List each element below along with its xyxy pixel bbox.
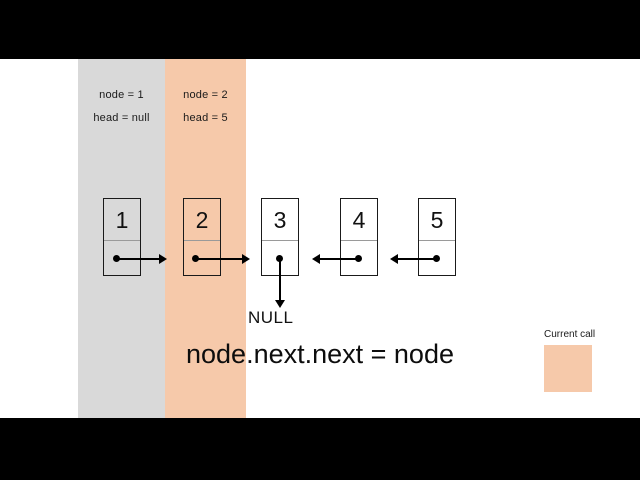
list-node: 1 xyxy=(103,198,141,276)
list-node: 5 xyxy=(418,198,456,276)
node-value: 2 xyxy=(184,199,220,241)
node-value: 3 xyxy=(262,199,298,241)
node-1-pointer-arrowhead-right xyxy=(159,254,167,264)
call-frame-previous: node = 1 head = null xyxy=(78,59,165,418)
node-5-pointer-arrowhead-left xyxy=(390,254,398,264)
call-frame-current-node-label: node = 2 xyxy=(183,89,228,101)
caption-text: node.next.next = node xyxy=(186,339,454,369)
call-frame-previous-head-label: head = null xyxy=(93,112,150,124)
node-value: 4 xyxy=(341,199,377,241)
node-3-pointer-arrowhead-down xyxy=(275,300,285,308)
node-1-pointer-shaft xyxy=(116,258,160,260)
node-4-pointer-dot xyxy=(355,255,362,262)
call-frame-current-head-label: head = 5 xyxy=(183,112,228,124)
list-node: 4 xyxy=(340,198,378,276)
legend: Current call xyxy=(544,329,595,392)
node-3-pointer-shaft xyxy=(279,258,281,302)
node-value: 5 xyxy=(419,199,455,241)
node-4-pointer-shaft xyxy=(320,258,358,260)
null-label: NULL xyxy=(248,308,294,327)
legend-label: Current call xyxy=(544,329,596,340)
node-5-pointer-shaft xyxy=(398,258,436,260)
call-frame-previous-node-label: node = 1 xyxy=(99,89,144,101)
legend-color-swatch xyxy=(544,345,592,392)
node-2-pointer-shaft xyxy=(195,258,243,260)
node-value: 1 xyxy=(104,199,140,241)
call-frame-current: node = 2 head = 5 xyxy=(165,59,246,418)
node-5-pointer-dot xyxy=(433,255,440,262)
animation-stage: node = 1 head = null node = 2 head = 5 1… xyxy=(0,59,640,418)
node-2-pointer-arrowhead-right xyxy=(242,254,250,264)
list-node: 2 xyxy=(183,198,221,276)
node-4-pointer-arrowhead-left xyxy=(312,254,320,264)
